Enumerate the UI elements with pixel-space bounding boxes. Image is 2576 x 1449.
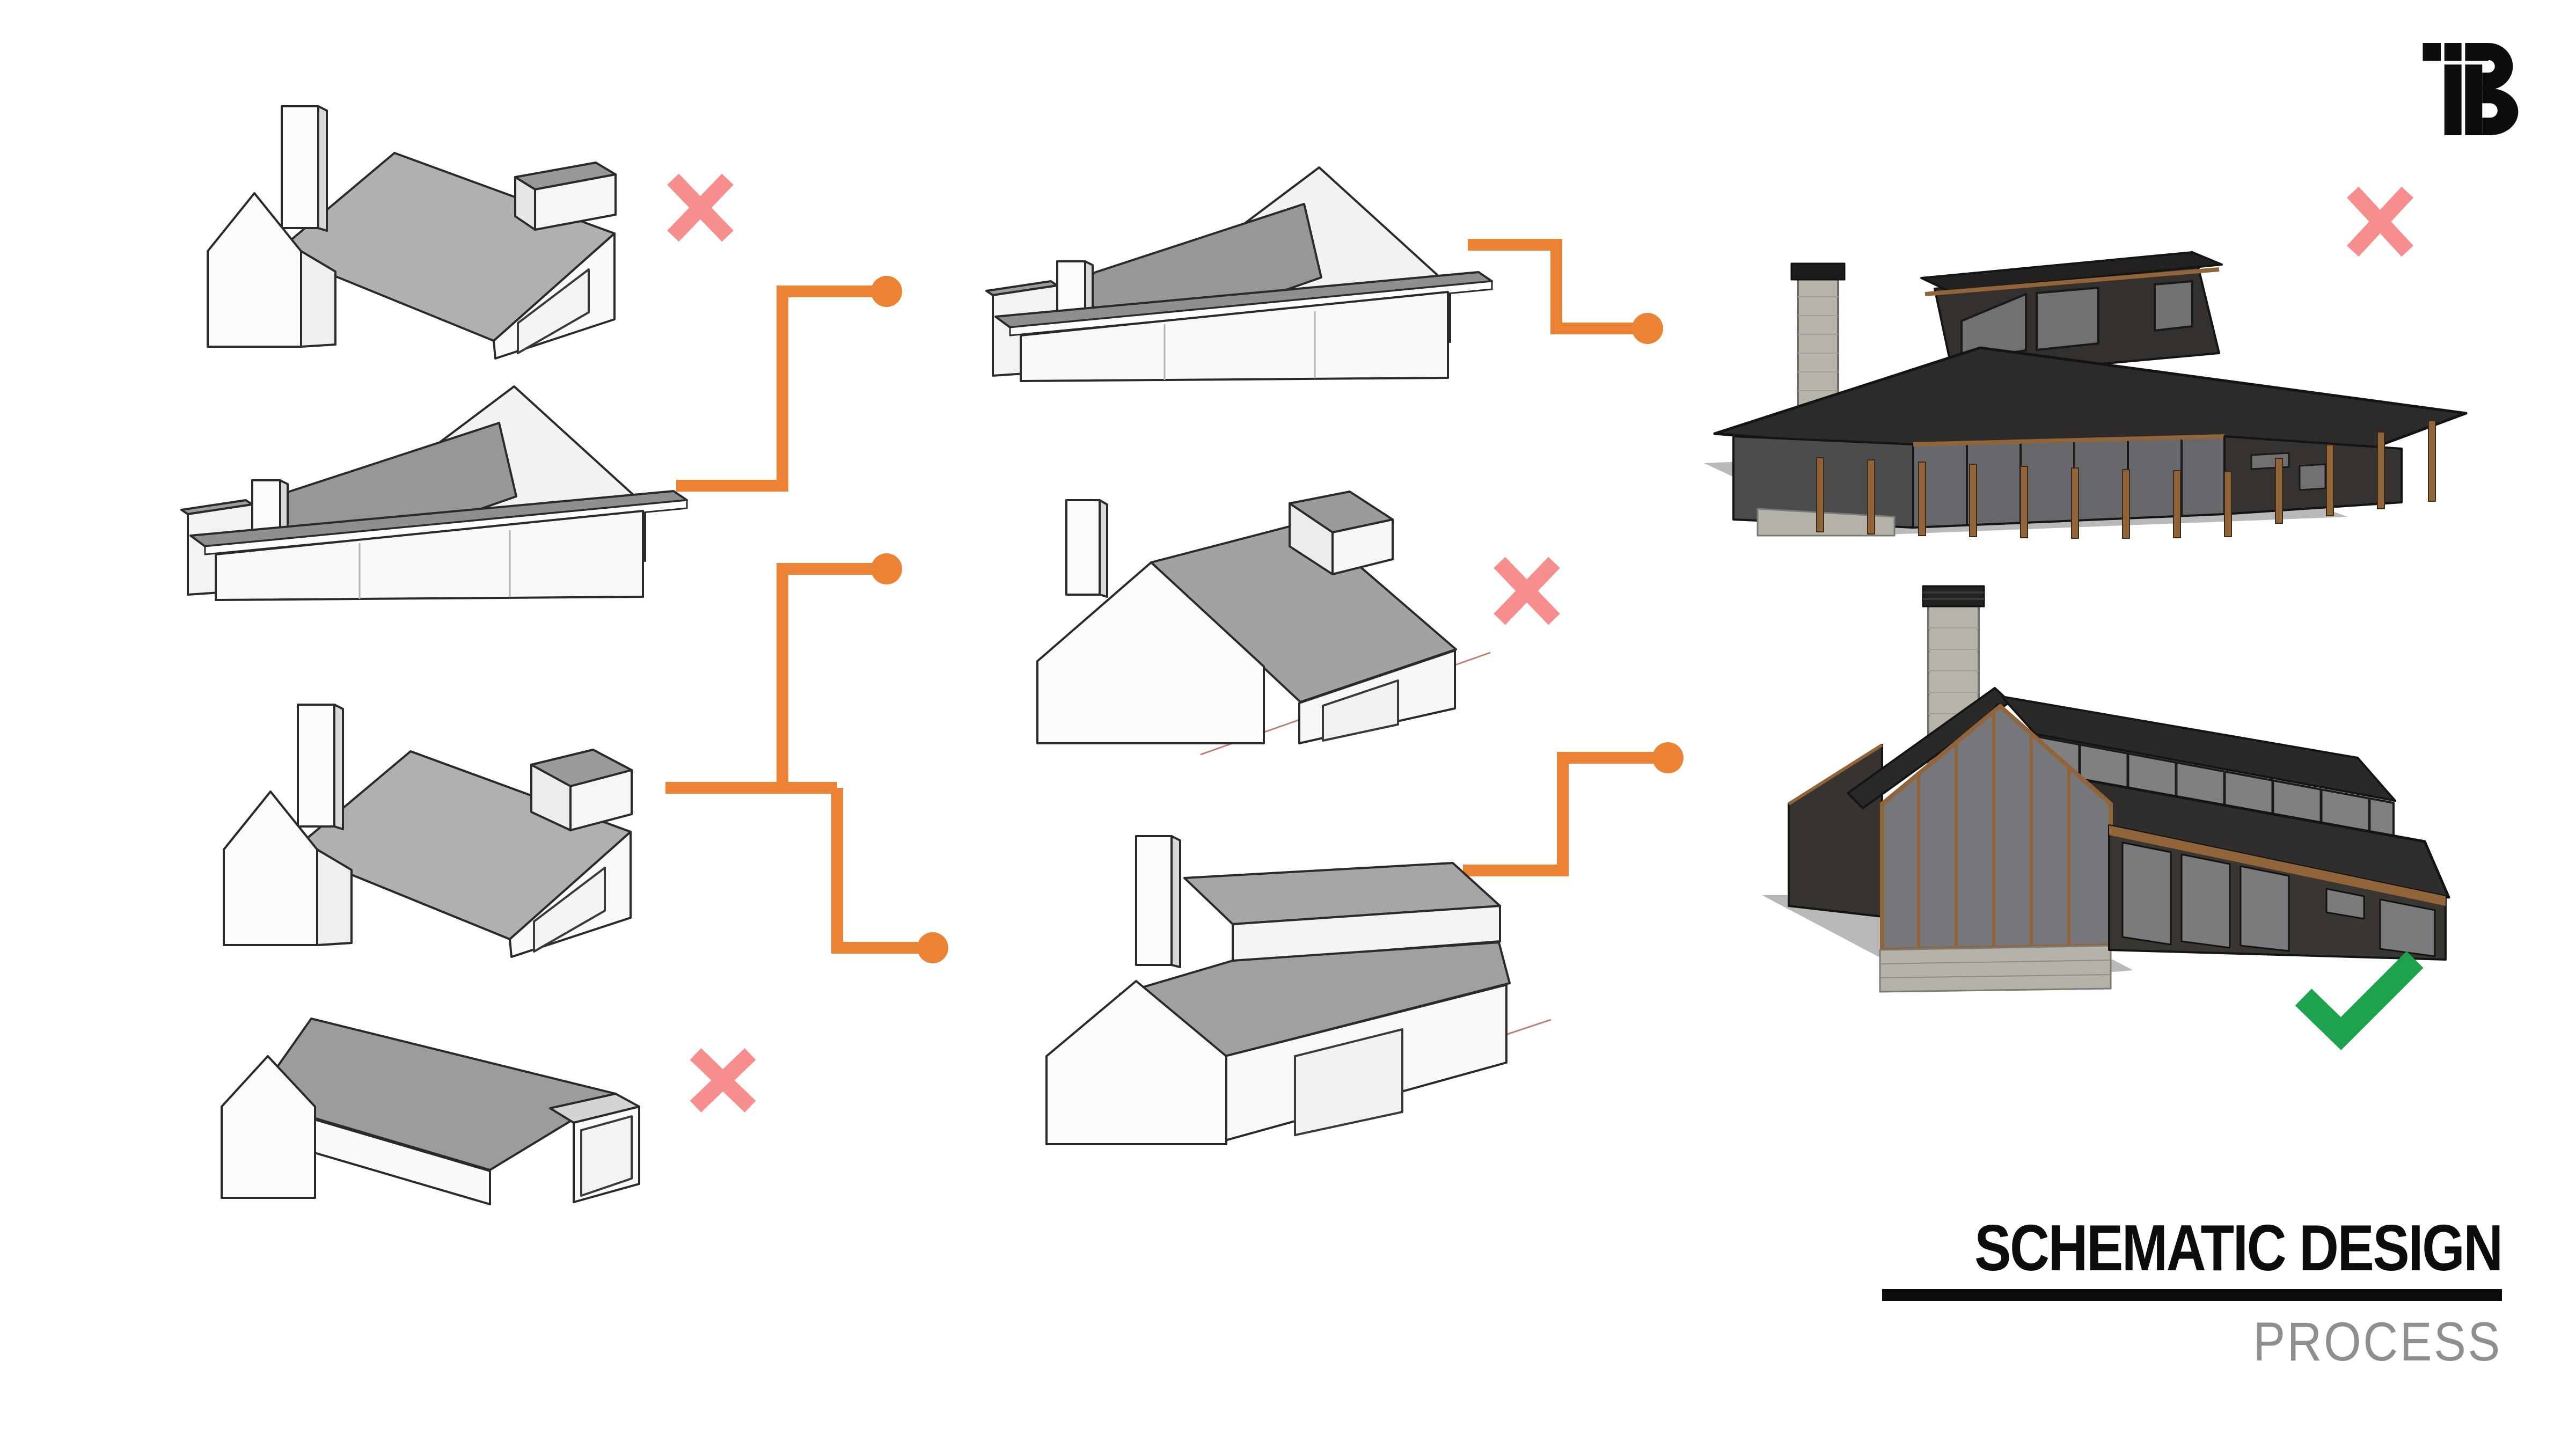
connector-opt2-ref1 <box>676 286 883 492</box>
connector-dot <box>871 553 902 584</box>
reject-x-icon-render-1 <box>2347 186 2413 257</box>
reject-x-icon-option-1 <box>667 173 734 242</box>
connector-ref3-render2 <box>1463 752 1664 876</box>
connector-opt3-ref2 <box>777 563 883 788</box>
title-underline <box>1882 1289 2502 1301</box>
tb-logo <box>2415 43 2534 136</box>
connector-dot <box>871 276 902 307</box>
connector-dot <box>917 932 948 963</box>
approve-check-icon <box>2295 951 2424 1050</box>
tb-logo-mark <box>2423 43 2519 136</box>
connector-dots <box>871 276 1684 963</box>
massing-option-1 <box>207 105 617 360</box>
reject-x-icon-refined-2 <box>1494 557 1560 625</box>
refined-option-1 <box>985 166 1493 382</box>
footer-title-block: SCHEMATIC DESIGN PROCESS <box>1751 1211 2504 1373</box>
massing-option-4 <box>221 1018 640 1205</box>
connector-lines <box>665 239 1664 954</box>
render-option-1 <box>1704 251 2468 539</box>
reject-x-icon-option-4 <box>690 1048 756 1113</box>
page-subtitle: PROCESS <box>2253 1311 2502 1373</box>
connector-opt3-ref3 <box>831 788 928 954</box>
massing-option-3 <box>223 704 633 958</box>
refined-option-2 <box>1036 491 1491 756</box>
connector-dot <box>1652 742 1684 773</box>
refined-option-3 <box>1045 835 1552 1145</box>
massing-option-2 <box>180 385 688 601</box>
render-option-2 <box>1762 585 2450 993</box>
connector-ref1-render1 <box>1468 239 1642 334</box>
page-title: SCHEMATIC DESIGN <box>1974 1211 2503 1284</box>
porch-posts <box>1816 420 2436 539</box>
connector-dot <box>1632 313 1663 344</box>
